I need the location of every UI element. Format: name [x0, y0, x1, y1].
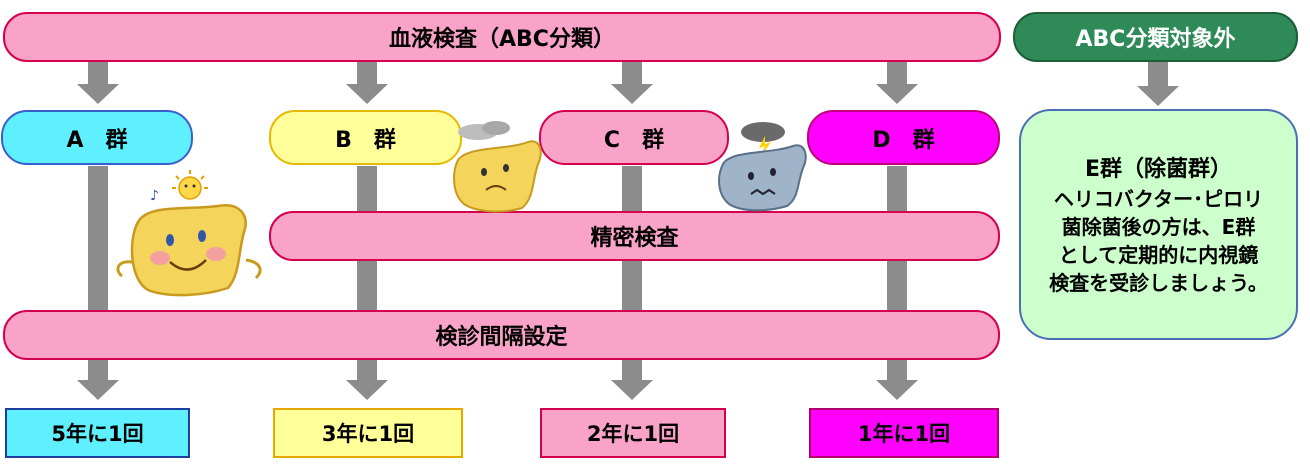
group-c-box: C 群 [539, 110, 729, 165]
group-b-label: B 群 [335, 127, 396, 153]
group-c-label: C 群 [603, 127, 665, 153]
group-b-box: B 群 [269, 110, 462, 165]
e-group-panel: E群（除菌群） ヘリコバクター･ピロリ 菌除菌後の方は、E群 として定期的に内視… [1019, 109, 1298, 340]
interval-b-label: 3年に1回 [321, 422, 415, 446]
e-group-title: E群（除菌群） [1084, 157, 1233, 182]
interval-c-label: 2年に1回 [586, 422, 680, 446]
exclusion-header: ABC分類対象外 [1013, 12, 1298, 62]
e-group-line-3: として定期的に内視鏡 [1058, 243, 1259, 267]
group-d-label: D 群 [872, 127, 935, 153]
interval-a-label: 5年に1回 [51, 422, 144, 446]
blood-test-bar: 血液検査（ABC分類） [3, 12, 1001, 62]
detailed-exam-bar: 精密検査 [269, 211, 1000, 261]
interval-d-box: 1年に1回 [809, 408, 999, 458]
interval-b-box: 3年に1回 [273, 408, 463, 458]
interval-c-box: 2年に1回 [540, 408, 726, 458]
e-group-description: ヘリコバクター･ピロリ 菌除菌後の方は、E群 として定期的に内視鏡 検査を受診し… [1021, 185, 1296, 297]
interval-a-box: 5年に1回 [5, 408, 190, 458]
e-group-line-2: 菌除菌後の方は、E群 [1061, 215, 1256, 239]
worried-stomach-icon [453, 121, 542, 213]
exclusion-label: ABC分類対象外 [1075, 27, 1236, 52]
group-a-box: A 群 [1, 110, 193, 165]
interval-setting-label: 検診間隔設定 [435, 325, 568, 350]
group-d-box: D 群 [807, 110, 1000, 165]
detailed-exam-label: 精密検査 [590, 226, 679, 251]
interval-setting-bar: 検診間隔設定 [3, 310, 1000, 360]
blood-test-label: 血液検査（ABC分類） [389, 27, 615, 52]
e-group-line-1: ヘリコバクター･ピロリ [1053, 187, 1264, 211]
happy-stomach-icon: ♪ [116, 170, 262, 297]
group-a-label: A 群 [66, 127, 128, 153]
sick-stomach-icon [718, 122, 807, 212]
svg-text:♪: ♪ [150, 188, 159, 204]
e-group-line-4: 検査を受診しましょう。 [1049, 271, 1268, 295]
interval-d-label: 1年に1回 [857, 422, 951, 446]
